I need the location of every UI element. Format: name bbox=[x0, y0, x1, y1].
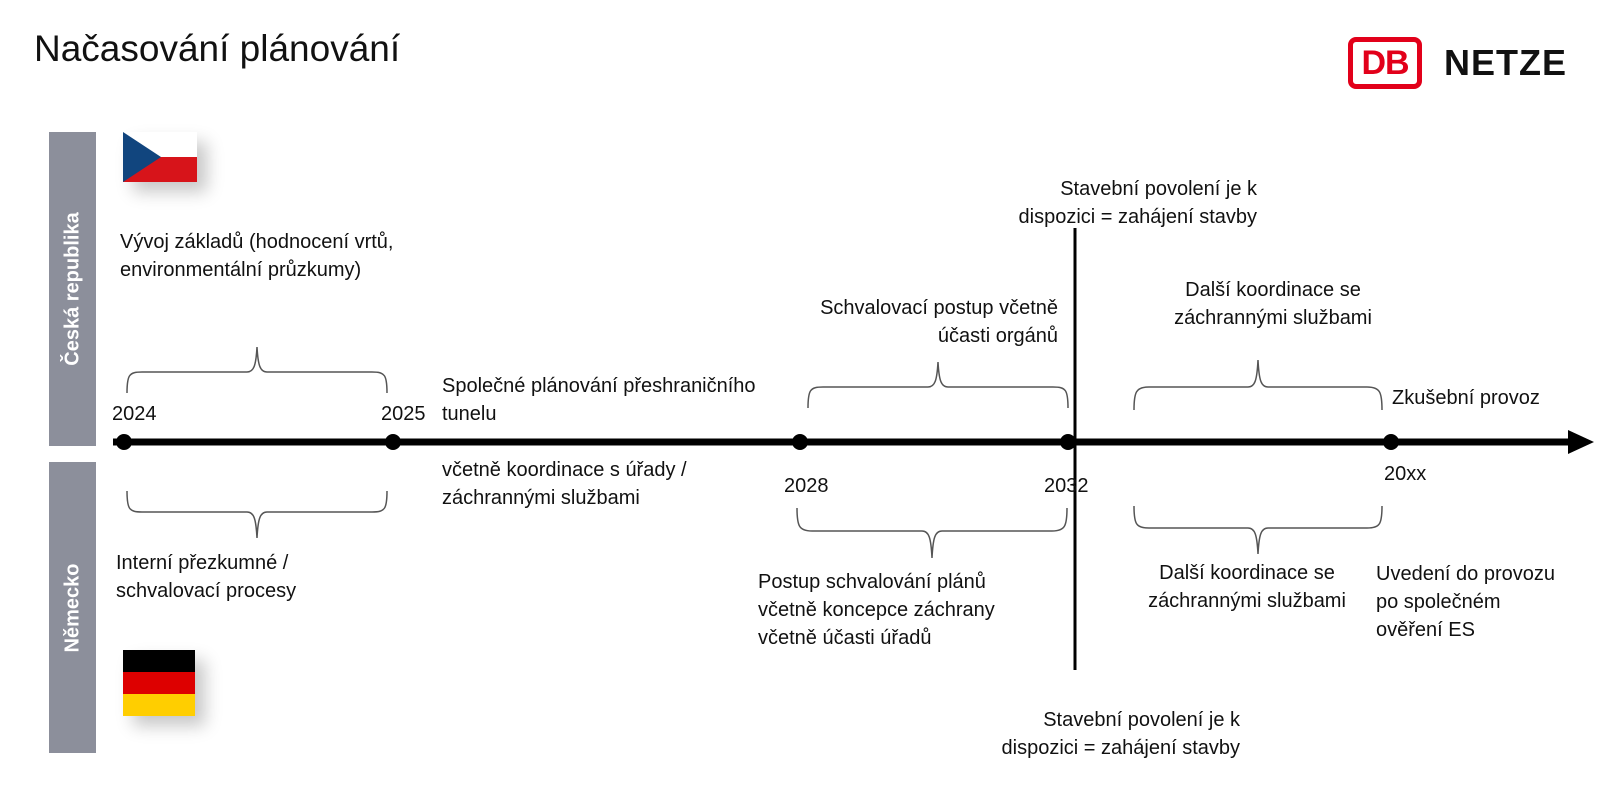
note-trial-operation: Zkušební provoz bbox=[1392, 387, 1540, 409]
milestone-dot-2028 bbox=[792, 434, 808, 450]
timeline-arrowhead bbox=[1568, 430, 1594, 454]
band-czech-republic: Česká republika bbox=[49, 132, 96, 446]
year-label-2024: 2024 bbox=[112, 403, 157, 425]
milestone-dot-2025 bbox=[385, 434, 401, 450]
bracket-approval-cz bbox=[807, 361, 1069, 409]
note-internal-review: Interní přezkumné /schvalovací procesy bbox=[116, 552, 297, 602]
milestone-dot-2032 bbox=[1060, 434, 1076, 450]
bracket-internal-review bbox=[126, 490, 388, 539]
milestone-dot-20xx bbox=[1383, 434, 1399, 450]
year-label-2028: 2028 bbox=[784, 475, 829, 497]
page-title: Načasování plánování bbox=[34, 28, 401, 69]
year-label-20xx: 20xx bbox=[1384, 463, 1427, 485]
band-germany: Německo bbox=[49, 462, 96, 753]
db-logo-mark: DB bbox=[1348, 37, 1422, 89]
year-label-2025: 2025 bbox=[381, 403, 426, 425]
czech-flag-icon bbox=[123, 132, 197, 182]
netze-wordmark: NETZE bbox=[1444, 42, 1568, 83]
german-flag-icon bbox=[123, 650, 195, 716]
note-foundations: Vývoj základů (hodnocení vrtů,environmen… bbox=[120, 231, 394, 281]
year-label-2032: 2032 bbox=[1044, 475, 1089, 497]
bracket-coordination-de bbox=[1133, 505, 1383, 555]
milestone-dot-2024 bbox=[116, 434, 132, 450]
bracket-plan-approval bbox=[796, 507, 1068, 559]
db-netze-logo: DB NETZE bbox=[1348, 37, 1568, 89]
note-coordination-authorities: včetně koordinace s úřady /záchrannými s… bbox=[442, 459, 687, 509]
bracket-coordination-cz bbox=[1133, 359, 1383, 411]
bracket-foundations bbox=[126, 346, 388, 394]
